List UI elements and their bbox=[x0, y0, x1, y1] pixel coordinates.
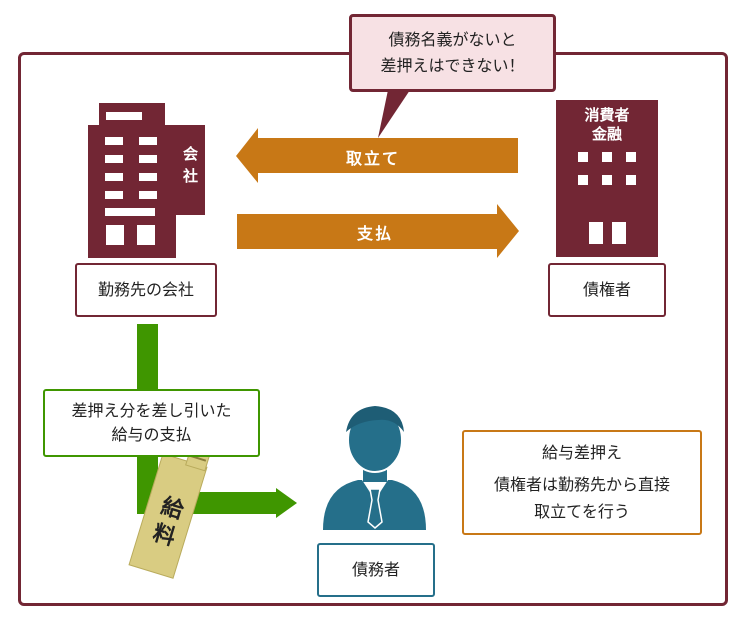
company-sign-char-1: 会 bbox=[182, 145, 198, 163]
company-sign-char-2: 社 bbox=[182, 167, 198, 185]
callout-line-1: 債務名義がないと bbox=[388, 30, 517, 50]
creditor-sign-line-1: 消費者 bbox=[584, 106, 630, 124]
collect-arrow bbox=[236, 128, 518, 183]
creditor-label: 債権者 bbox=[582, 280, 631, 299]
callout-pointer bbox=[378, 90, 410, 138]
company-building-icon bbox=[88, 103, 205, 258]
company-label: 勤務先の会社 bbox=[97, 280, 194, 299]
creditor-building-icon bbox=[556, 100, 658, 257]
green-flow-arrowhead bbox=[276, 488, 297, 518]
company-label-box: 勤務先の会社 bbox=[75, 263, 217, 317]
explanation-line-1: 債権者は勤務先から直接 bbox=[493, 475, 670, 495]
garnished-payment-line-2: 給与の支払 bbox=[111, 425, 192, 444]
creditor-label-box: 債権者 bbox=[548, 263, 666, 317]
pay-arrow-label: 支払 bbox=[357, 224, 394, 243]
creditor-sign: 消費者 金融 bbox=[556, 106, 658, 144]
explanation-title: 給与差押え bbox=[541, 442, 622, 462]
pay-arrow bbox=[237, 204, 519, 258]
collect-arrow-label: 取立て bbox=[346, 149, 401, 168]
garnished-payment-line-1: 差押え分を差し引いた bbox=[71, 401, 232, 420]
debtor-label-box: 債務者 bbox=[317, 543, 435, 597]
callout-line-2: 差押えはできない！ bbox=[380, 56, 525, 75]
explanation-line-2: 取立てを行う bbox=[534, 501, 630, 521]
creditor-sign-line-2: 金融 bbox=[591, 125, 622, 143]
debtor-label: 債務者 bbox=[351, 560, 400, 579]
company-sign: 会 社 bbox=[176, 143, 205, 187]
debtor-person-icon bbox=[323, 406, 426, 530]
garnished-payment-box: 差押え分を差し引いた 給与の支払 bbox=[43, 389, 260, 457]
explanation-box: 給与差押え 債権者は勤務先から直接 取立てを行う bbox=[462, 430, 702, 535]
callout-box: 債務名義がないと 差押えはできない！ bbox=[349, 14, 556, 92]
